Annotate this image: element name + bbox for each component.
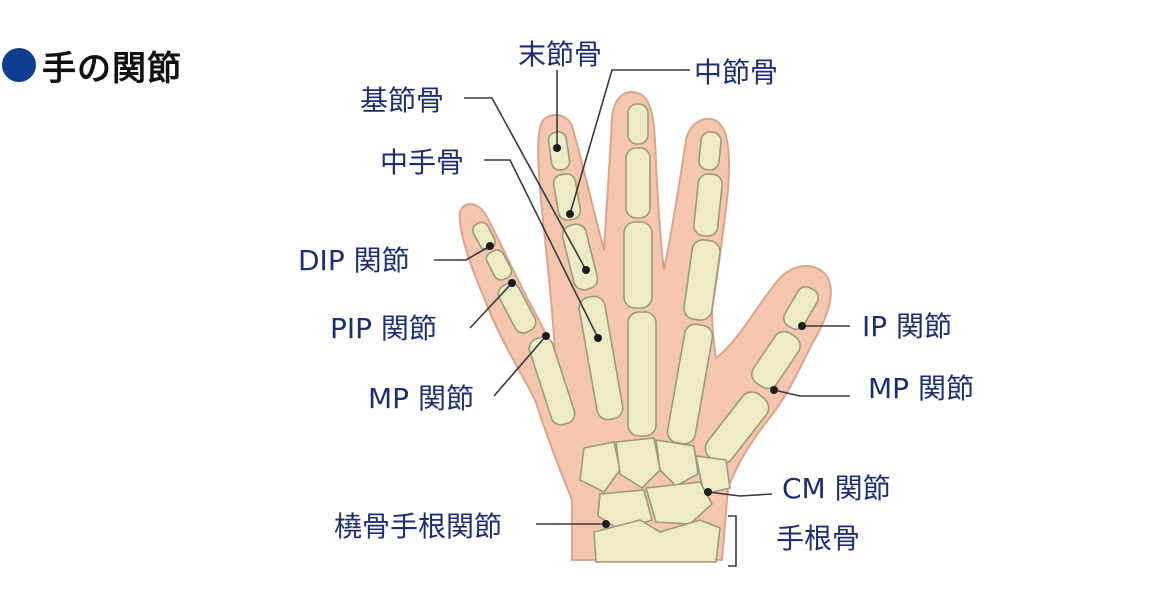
label-cm-joint: CM 関節 (782, 472, 891, 505)
label-carpal-bones: 手根骨 (776, 522, 860, 555)
bone-carpal-1 (579, 441, 621, 494)
label-mp-joint-thumb: MP 関節 (868, 372, 974, 405)
label-proximal-phalanx: 基節骨 (360, 84, 444, 117)
bone-thumb-distal (782, 285, 820, 331)
leader-pip-joint (469, 282, 513, 329)
label-ip-joint: IP 関節 (862, 310, 952, 343)
bone-middle-middle (625, 147, 651, 219)
bone-carpal-2 (615, 437, 661, 490)
leader-metacarpal (484, 159, 599, 339)
leader-middle-phalanx (569, 69, 690, 215)
bone-index-proximal (683, 239, 721, 321)
label-mp-joint-finger: MP 関節 (368, 382, 474, 415)
dot-mp-joint-finger (542, 332, 550, 340)
leader-mp-joint-thumb (773, 389, 850, 397)
bone-little-proximal (497, 282, 537, 334)
dot-cm-joint (704, 488, 712, 496)
dot-middle-phalanx (566, 210, 574, 218)
leader-lines (434, 69, 850, 567)
bone-forearm (593, 519, 721, 563)
hand-bones (472, 103, 820, 563)
bone-thumb-proximal (751, 330, 801, 390)
bone-carpal-4 (694, 455, 731, 495)
bone-middle-metacarpal (627, 311, 657, 437)
dot-radiocarpal-joint (602, 520, 610, 528)
bone-middle-distal (627, 103, 649, 145)
bone-little-metacarpal (528, 336, 576, 426)
dot-dip-joint (486, 242, 494, 250)
dot-proximal-phalanx (582, 266, 590, 274)
dot-ip-joint (798, 322, 806, 330)
label-dip-joint: DIP 関節 (298, 244, 410, 277)
label-distal-phalanx: 末節骨 (518, 38, 602, 71)
bone-middle-proximal (623, 221, 653, 309)
bone-little-middle (485, 249, 513, 281)
dot-distal-phalanx (553, 144, 561, 152)
title-bullet-icon (2, 48, 36, 82)
leader-mp-joint-finger (493, 335, 547, 397)
label-radiocarpal-joint: 橈骨手根関節 (334, 510, 502, 543)
bone-index-middle (693, 173, 723, 237)
label-middle-phalanx: 中節骨 (694, 56, 778, 89)
leader-cm-joint (707, 491, 773, 497)
label-pip-joint: PIP 関節 (330, 312, 437, 345)
bone-carpal-6 (644, 481, 714, 525)
pointer-dots (486, 144, 806, 528)
bone-index-distal (698, 131, 722, 171)
carpal-bones-bracket (728, 515, 737, 567)
bone-carpal-3 (655, 439, 699, 487)
page-title-text: 手の関節 (42, 48, 182, 89)
bone-ring-metacarpal (578, 295, 624, 421)
dot-metacarpal (594, 334, 602, 342)
bone-ring-proximal (561, 223, 599, 291)
labels: 末節骨 中節骨 基節骨 中手骨 DIP 関節 PIP 関節 MP 関節 IP 関… (298, 38, 974, 555)
dot-pip-joint (508, 279, 516, 287)
dot-mp-joint-thumb (770, 386, 778, 394)
label-metacarpal: 中手骨 (380, 146, 464, 179)
leader-proximal-phalanx (464, 97, 587, 271)
page-title: 手の関節 (0, 40, 182, 90)
bone-ring-middle (552, 173, 582, 221)
leader-dip-joint (434, 245, 491, 261)
